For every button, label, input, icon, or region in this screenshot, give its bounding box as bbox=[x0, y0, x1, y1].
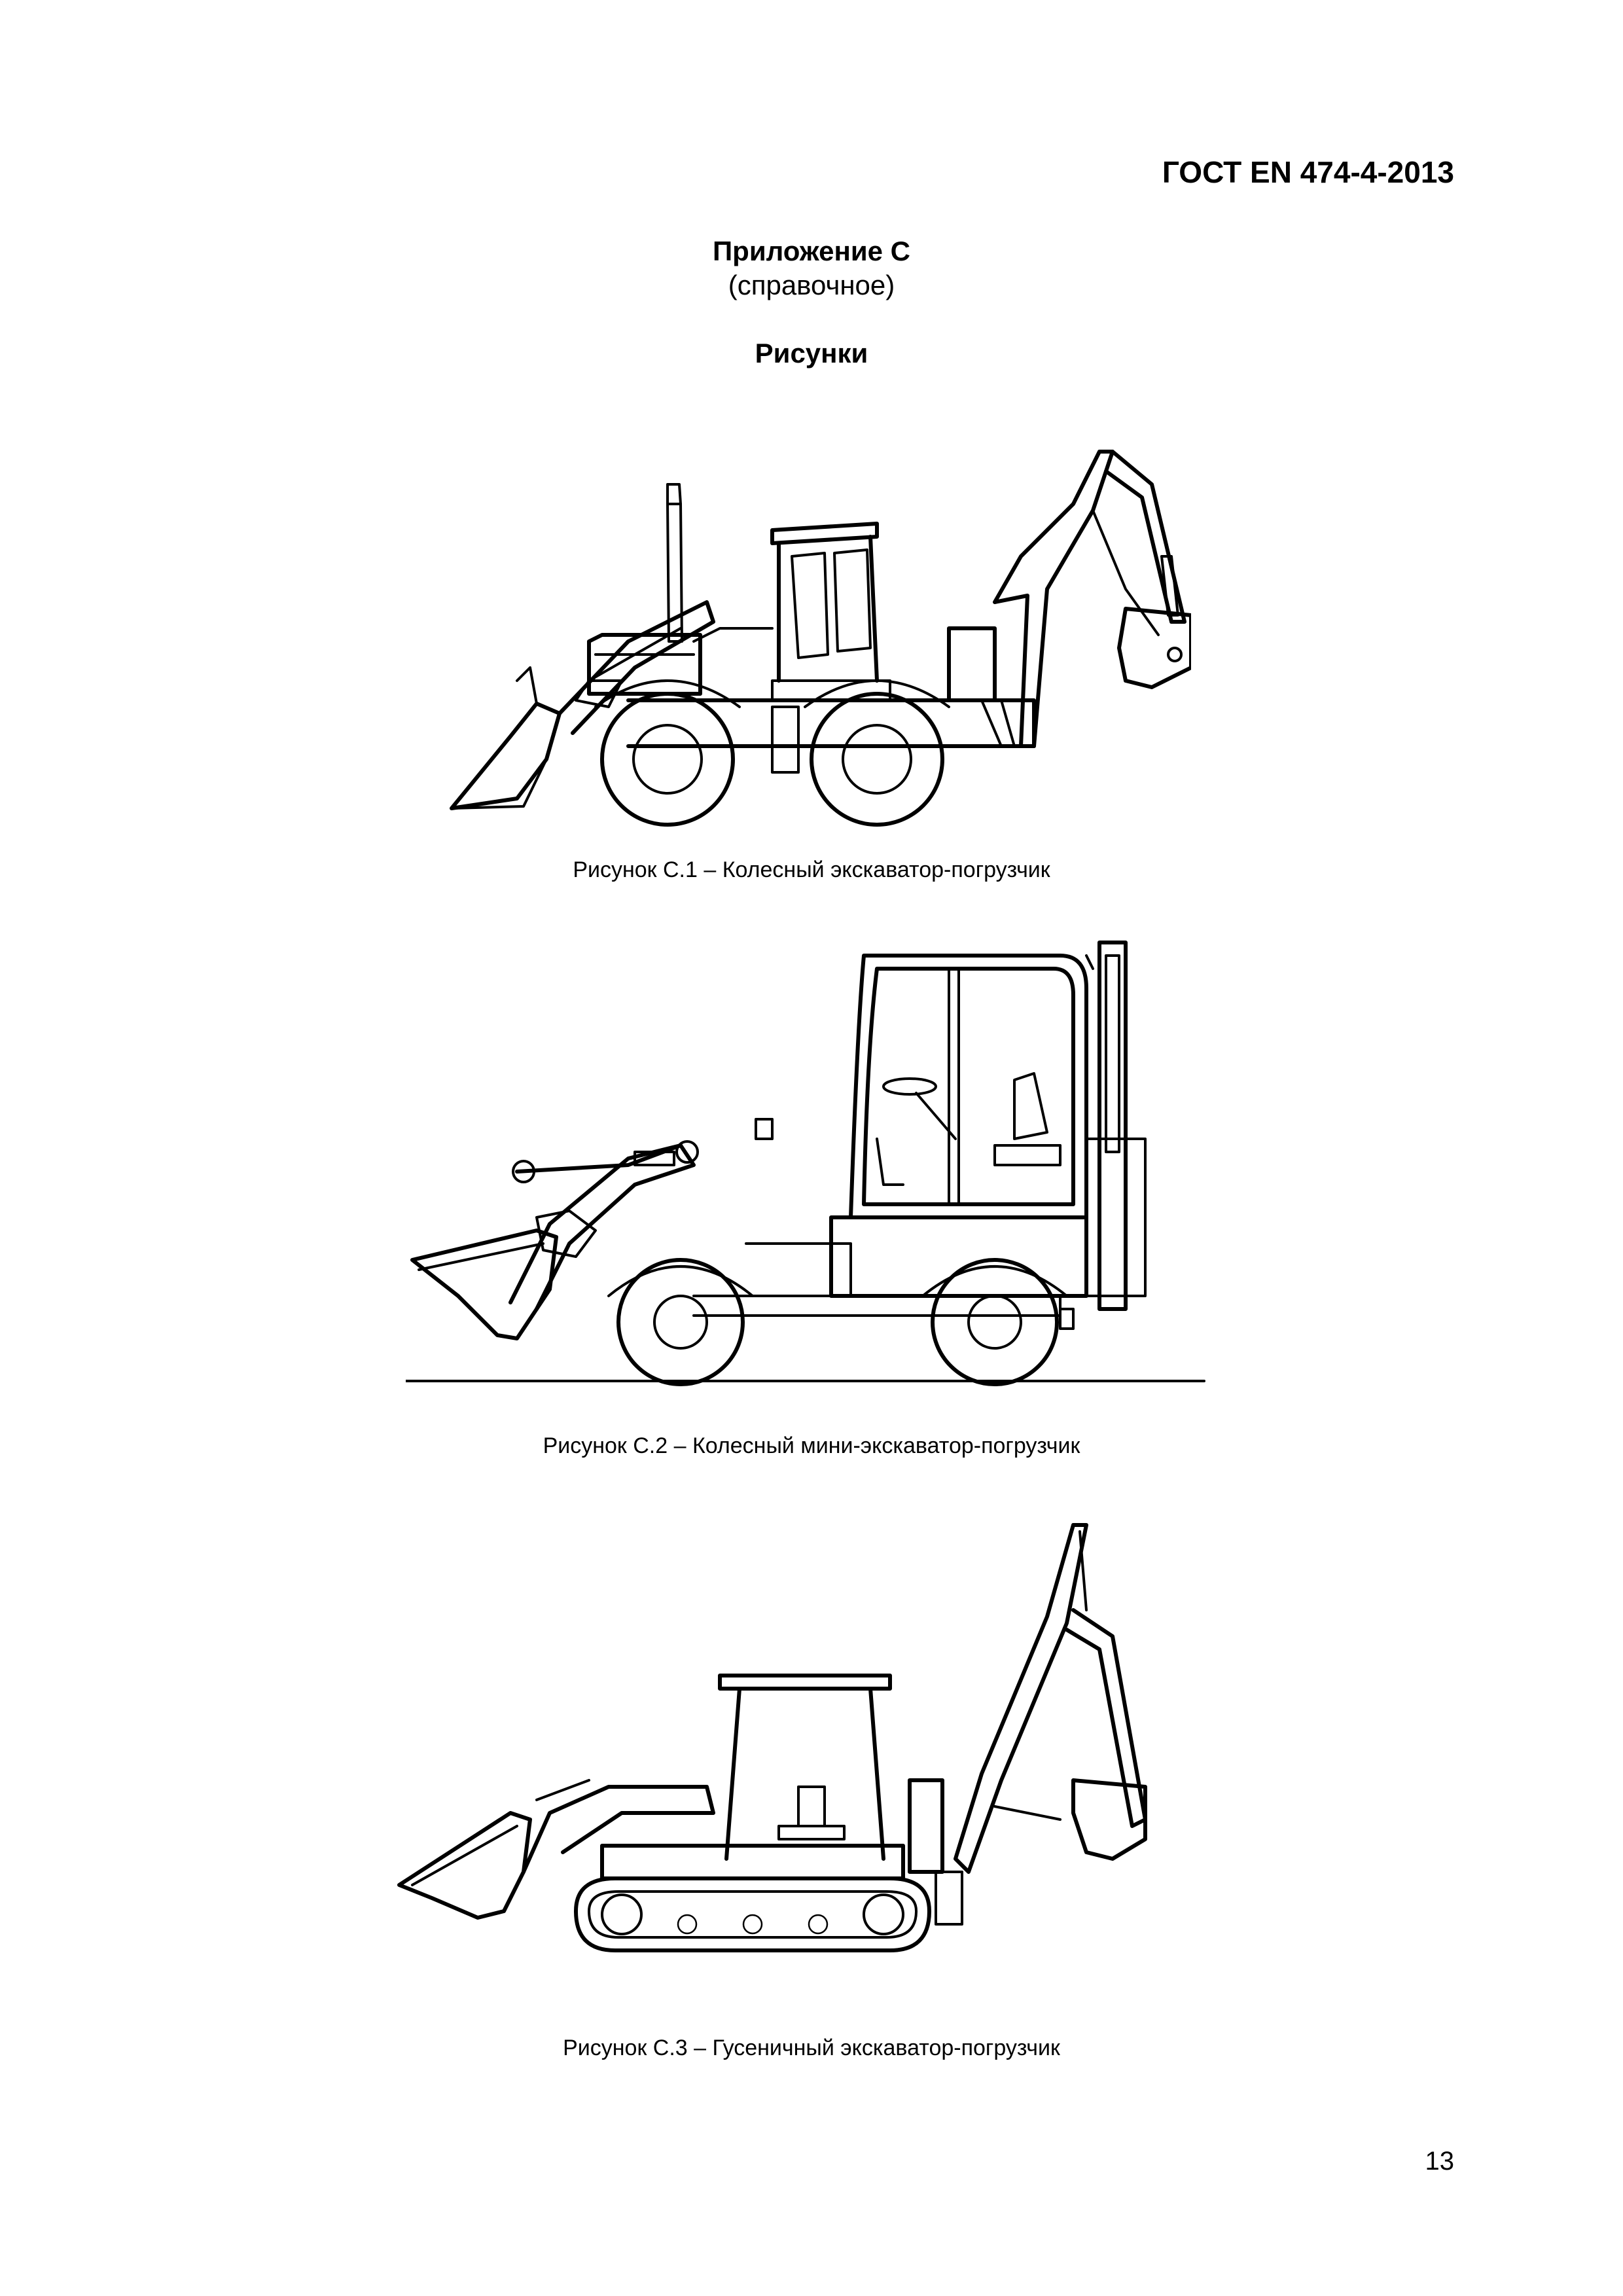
section-title: Рисунки bbox=[755, 338, 868, 368]
annex-title: Приложение С bbox=[712, 236, 911, 266]
figure-c2-caption: Рисунок С.2 – Колесный мини-экскаватор-п… bbox=[543, 1433, 1080, 1458]
figure-c2-wheeled-mini-backhoe-loader bbox=[406, 929, 1217, 1388]
page-number: 13 bbox=[1425, 2147, 1455, 2176]
figure-c1-caption: Рисунок С.1 – Колесный экскаватор-погруз… bbox=[573, 857, 1050, 882]
figure-c3-tracked-backhoe-loader bbox=[393, 1505, 1204, 2029]
figure-c3-caption: Рисунок С.3 – Гусеничный экскаватор-погр… bbox=[563, 2036, 1060, 2060]
annex-type: (справочное) bbox=[728, 270, 895, 300]
standard-code: ГОСТ EN 474-4-2013 bbox=[1162, 155, 1454, 189]
figure-c1-wheeled-backhoe-loader bbox=[432, 406, 1191, 838]
